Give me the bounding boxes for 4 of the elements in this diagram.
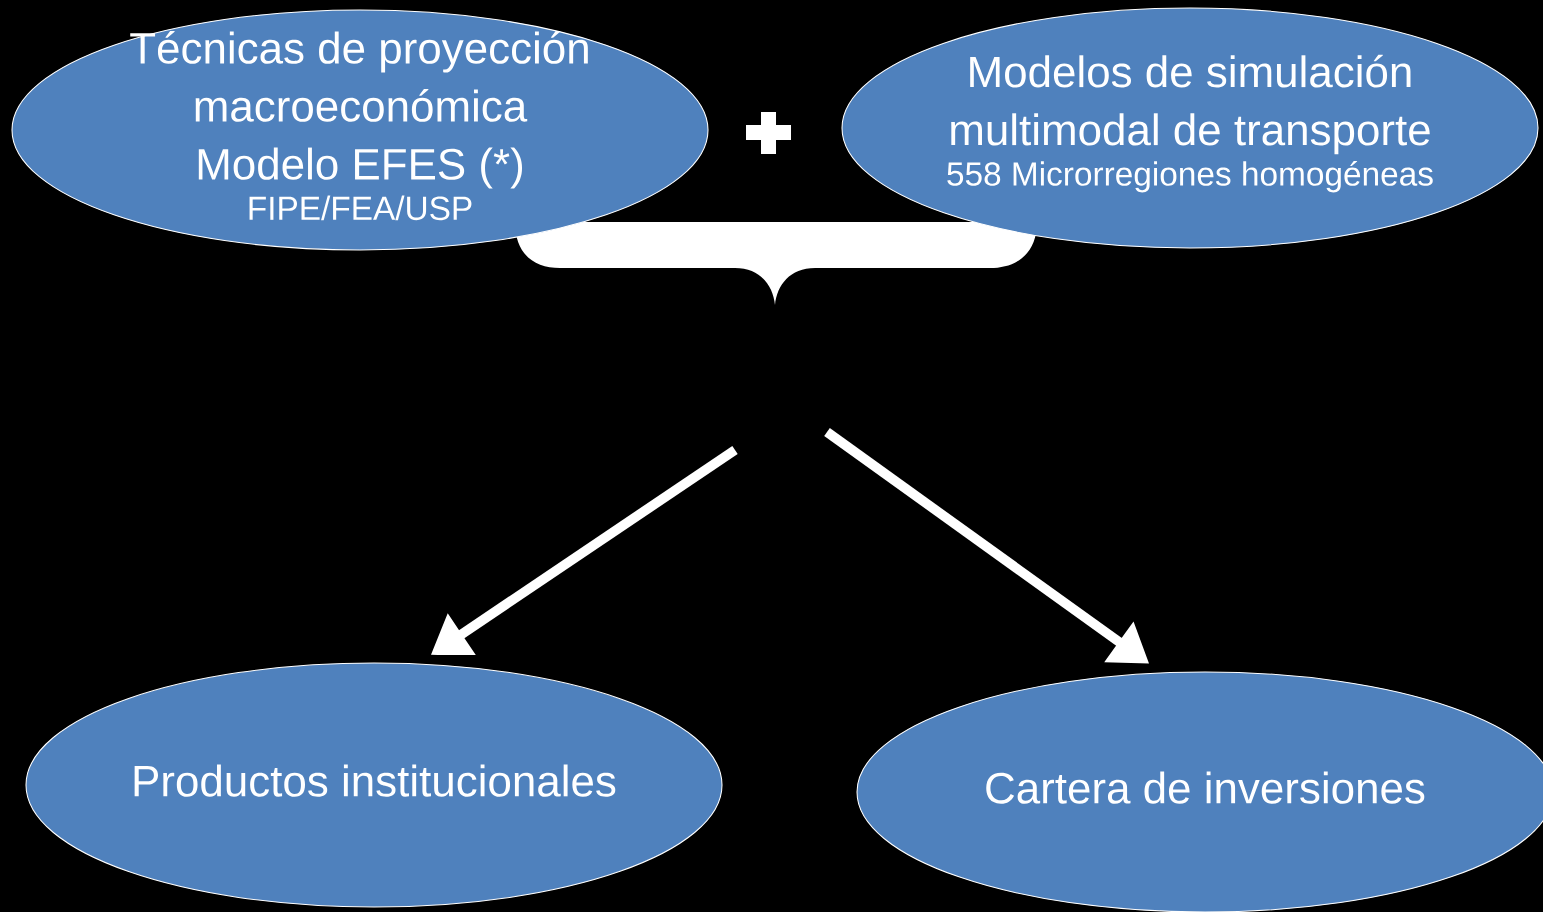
ellipse-node: Productos institucionales (25, 662, 723, 908)
ellipse-node: Cartera de inversiones (856, 671, 1543, 912)
ellipse-node: Modelos de simulación multimodal de transporte 558 Microrregiones homogéneas (841, 7, 1539, 249)
ellipse-node: Técnicas de proyección macroeconómica Modelo EFES (*) FIPE/FEA/USP (11, 9, 709, 251)
